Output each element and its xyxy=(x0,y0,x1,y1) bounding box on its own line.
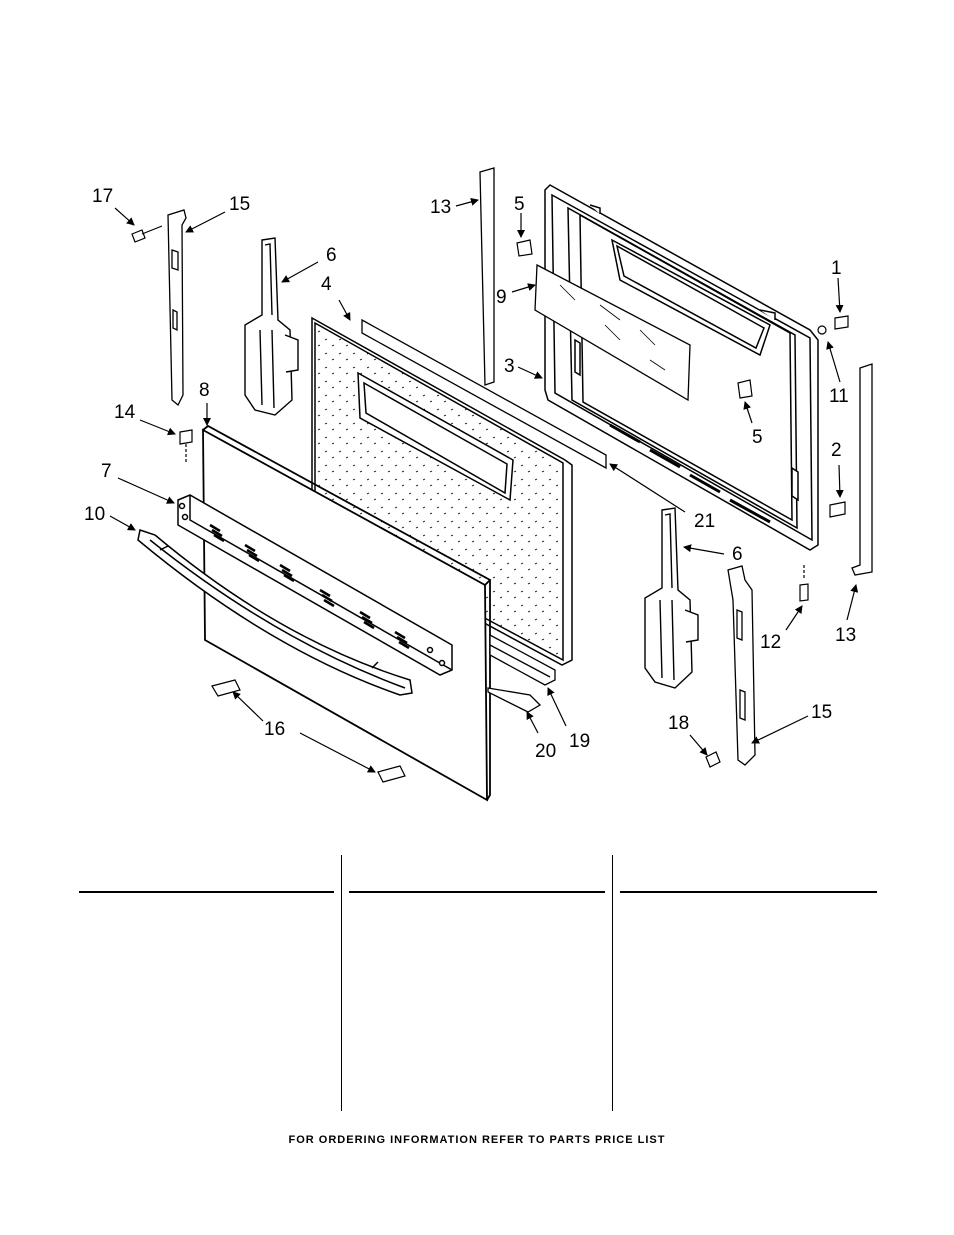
gasket-strip xyxy=(361,318,607,470)
callout-8: 8 xyxy=(199,380,210,401)
parts-table-divider-2 xyxy=(612,855,613,1111)
screw-18 xyxy=(705,751,721,768)
door-handle xyxy=(137,529,413,696)
callout-18: 18 xyxy=(668,713,689,734)
parts-table-rule-3 xyxy=(620,891,877,893)
leader-lines xyxy=(109,197,859,773)
vent-trim xyxy=(177,494,453,676)
callout-6-right: 6 xyxy=(732,544,743,565)
callout-19: 19 xyxy=(569,731,590,752)
hinge-left xyxy=(244,237,299,416)
callout-5-bottom: 5 xyxy=(752,427,763,448)
door-glass xyxy=(534,263,691,402)
callout-15-right: 15 xyxy=(811,702,832,723)
parts-table-rule-1 xyxy=(79,891,334,893)
callout-labels: 17 15 6 4 8 14 7 10 13 5 9 3 1 11 5 2 21… xyxy=(84,186,856,762)
callout-15-left: 15 xyxy=(229,194,250,215)
clip-5-bottom xyxy=(737,379,753,399)
callout-6-left: 6 xyxy=(326,245,337,266)
callout-13-right: 13 xyxy=(835,625,856,646)
callout-13-left: 13 xyxy=(430,197,451,218)
clip-5-top xyxy=(516,239,533,257)
callout-20: 20 xyxy=(535,741,556,762)
callout-7: 7 xyxy=(101,461,112,482)
bracket-right xyxy=(727,565,756,766)
callout-12: 12 xyxy=(760,632,781,653)
bottom-channel xyxy=(489,633,556,686)
callout-2: 2 xyxy=(831,440,842,461)
hinge-clip-16-b xyxy=(377,765,406,783)
bracket-left xyxy=(167,209,187,407)
callout-3: 3 xyxy=(504,356,515,377)
screw-1 xyxy=(817,315,849,335)
callout-17: 17 xyxy=(92,186,113,207)
hinge-right xyxy=(644,507,699,689)
screw-12 xyxy=(799,565,809,602)
callout-10: 10 xyxy=(84,504,105,525)
callout-4: 4 xyxy=(321,274,332,295)
callout-21: 21 xyxy=(694,511,715,532)
exploded-parts-diagram: 17 15 6 4 8 14 7 10 13 5 9 3 1 11 5 2 21… xyxy=(84,167,873,802)
inner-door-panel xyxy=(311,316,573,666)
callout-16: 16 xyxy=(264,719,285,740)
callout-11: 11 xyxy=(829,386,849,407)
screw-2 xyxy=(829,501,846,518)
callout-14: 14 xyxy=(114,402,136,423)
callout-5-top: 5 xyxy=(514,194,525,215)
callout-1: 1 xyxy=(831,258,842,279)
screw-14 xyxy=(179,429,193,462)
end-cap xyxy=(487,687,542,713)
callout-9: 9 xyxy=(496,287,507,308)
parts-table-divider-1 xyxy=(341,855,342,1111)
hinge-clip-16-a xyxy=(211,679,241,697)
screw-17 xyxy=(131,225,163,243)
ordering-note: FOR ORDERING INFORMATION REFER TO PARTS … xyxy=(288,1134,666,1146)
side-trim-right xyxy=(851,363,873,576)
side-trim-left xyxy=(479,167,495,386)
parts-table-rule-2 xyxy=(349,891,605,893)
